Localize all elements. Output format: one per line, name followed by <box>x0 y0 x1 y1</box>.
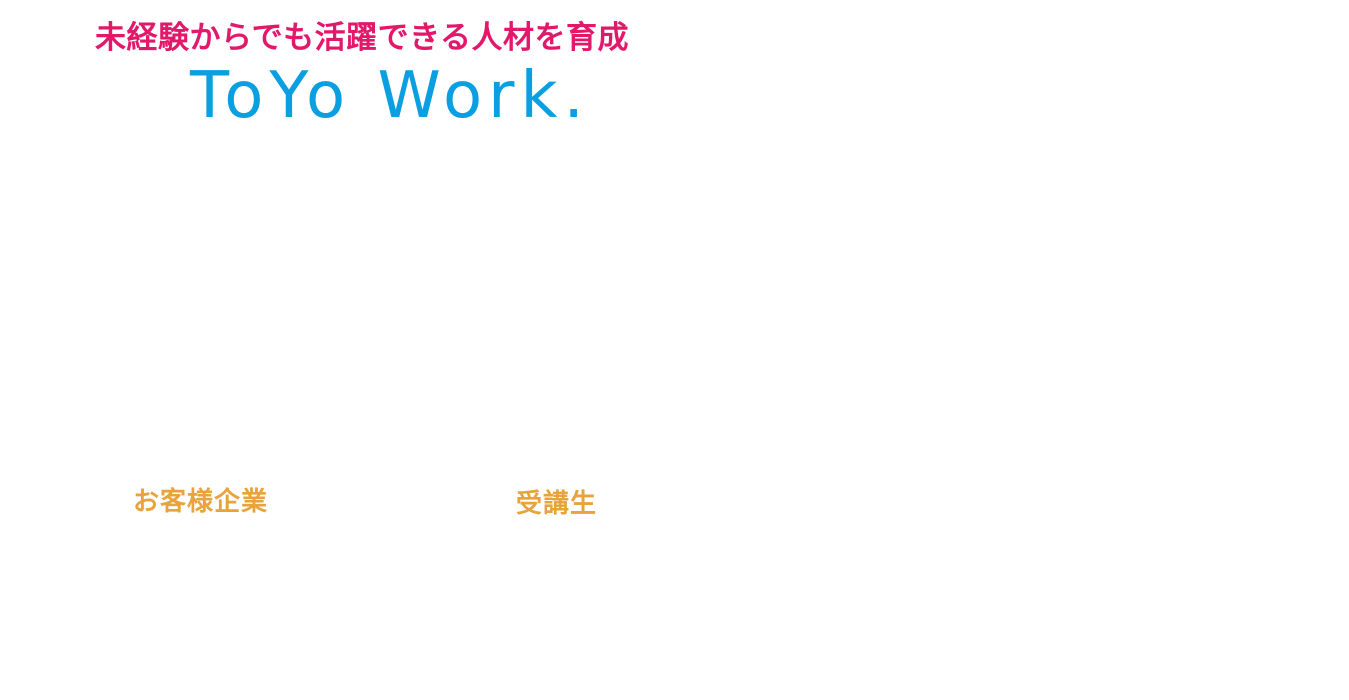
hero-section: 未経験からでも活躍できる人材を育成 ToYo Work. <box>0 0 1349 170</box>
companies-heading: お客様企業 <box>133 487 269 517</box>
hero-tagline: 未経験からでも活躍できる人材を育成 <box>95 20 629 56</box>
audience-section: お客様企業 受講生 <box>0 470 1349 550</box>
brand-logo-text: ToYo Work. <box>190 59 590 133</box>
students-heading: 受講生 <box>516 489 598 519</box>
